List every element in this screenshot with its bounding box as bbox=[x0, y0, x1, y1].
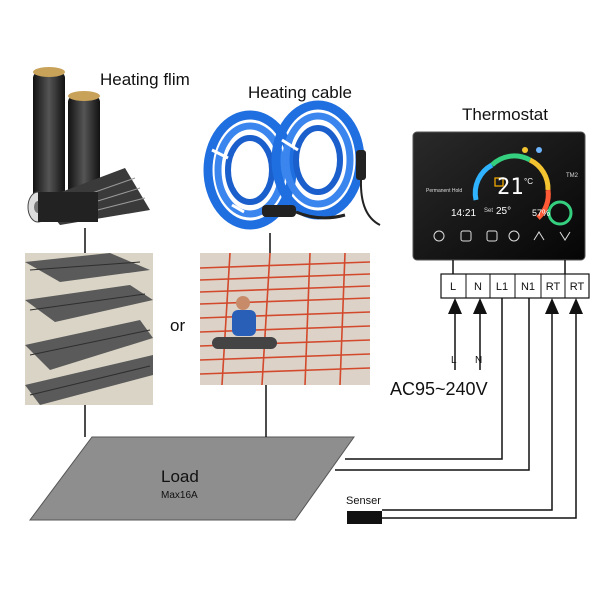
thermostat-label: Thermostat bbox=[462, 105, 548, 124]
thermostat-temp-unit: °C bbox=[524, 177, 533, 186]
heating-film-product bbox=[27, 67, 150, 225]
thermostat-set-label: Set bbox=[484, 208, 494, 214]
humidity-gauge bbox=[547, 200, 573, 226]
worker-head bbox=[236, 296, 250, 310]
down-button[interactable] bbox=[559, 231, 571, 241]
terminal-l: L bbox=[450, 281, 456, 293]
terminal-rt-1: RT bbox=[546, 281, 561, 293]
terminal-block: L N L1 N1 RT RT bbox=[440, 273, 590, 299]
film-roll-medium-top bbox=[68, 91, 100, 101]
thermostat-device bbox=[412, 131, 586, 261]
thermostat-time: 14:21 bbox=[451, 208, 477, 219]
terminal-l1: L1 bbox=[496, 281, 508, 293]
cable-roll bbox=[212, 337, 277, 349]
wire-l-label: L bbox=[451, 355, 457, 366]
sun-icon bbox=[522, 147, 528, 153]
power-button[interactable] bbox=[433, 230, 445, 242]
clock-button[interactable] bbox=[508, 230, 520, 242]
thermostat-body bbox=[412, 131, 586, 261]
heating-film-label: Heating flim bbox=[100, 70, 190, 89]
film-roll-top bbox=[33, 67, 65, 77]
thermostat-tag: TM2 bbox=[566, 173, 578, 179]
heating-cable-product bbox=[203, 100, 381, 230]
sensor-probe bbox=[347, 511, 382, 524]
cable-connector bbox=[262, 205, 296, 217]
thermostat-humidity: 57% bbox=[532, 208, 551, 218]
thermostat-set-temp: 25° bbox=[496, 206, 512, 217]
wire-n-label: N bbox=[475, 355, 483, 366]
terminal-n: N bbox=[474, 281, 482, 293]
menu-button[interactable] bbox=[460, 230, 472, 242]
load-max-label: Max16A bbox=[161, 490, 198, 501]
up-button[interactable] bbox=[533, 231, 545, 241]
terminal-n1: N1 bbox=[521, 281, 535, 293]
cable-floor-photo bbox=[199, 252, 371, 386]
thermostat-buttons bbox=[433, 230, 571, 242]
load-label: Load bbox=[161, 467, 199, 486]
terminal-rt-2: RT bbox=[570, 281, 585, 293]
thermostat-temp: 21 bbox=[497, 175, 524, 200]
fan-icon bbox=[536, 147, 542, 153]
voltage-label: AC95~240V bbox=[390, 379, 488, 399]
film-roll-tall bbox=[33, 72, 65, 200]
worker-body bbox=[232, 310, 256, 336]
thermostat-mode-text: Permanent Hold bbox=[426, 188, 463, 194]
heating-cable-label: Heating cable bbox=[248, 83, 352, 102]
arrowheads bbox=[448, 298, 583, 314]
heat-status-icon bbox=[494, 177, 504, 187]
film-floor-photo bbox=[25, 253, 153, 405]
or-label: or bbox=[170, 316, 186, 335]
mode-button[interactable] bbox=[486, 230, 498, 242]
sensor-label: Senser bbox=[346, 495, 381, 507]
wires bbox=[84, 228, 577, 519]
film-roll-medium bbox=[68, 96, 100, 206]
